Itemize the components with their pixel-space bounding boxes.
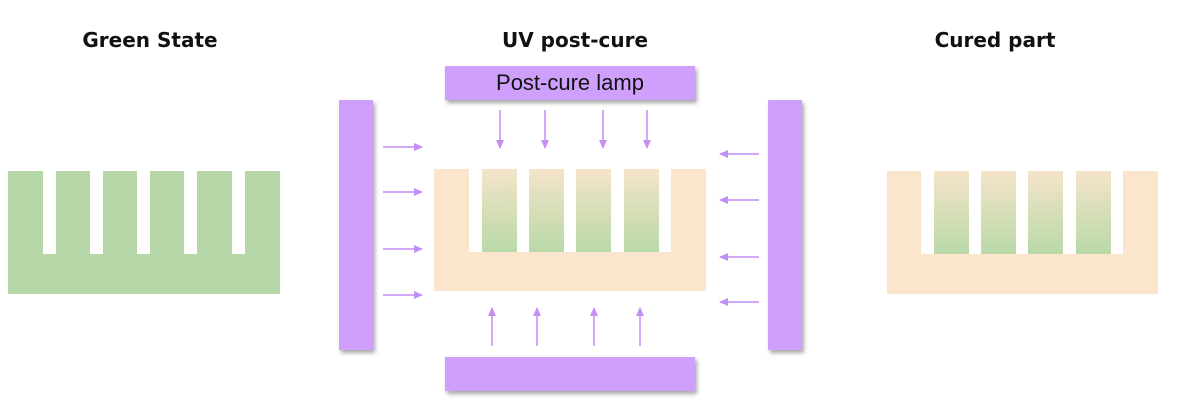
cured-fin-3 bbox=[1028, 171, 1063, 254]
arrows-left bbox=[719, 150, 759, 306]
post-cure-part bbox=[434, 169, 706, 291]
cured-fin-4 bbox=[1076, 171, 1111, 254]
green-state-part bbox=[8, 171, 280, 294]
stage-title-green-state: Green State bbox=[82, 28, 218, 52]
fin-3 bbox=[576, 169, 611, 252]
arrows-right bbox=[383, 143, 423, 299]
bottom-lamp bbox=[445, 357, 695, 391]
stage-title-uv-post-cure: UV post-cure bbox=[501, 28, 649, 52]
top-post-cure-lamp: Post-cure lamp bbox=[445, 66, 695, 100]
right-lamp bbox=[768, 100, 802, 350]
stage-title-cured-part: Cured part bbox=[934, 28, 1056, 52]
cured-fin-2 bbox=[981, 171, 1016, 254]
arrows-up bbox=[488, 307, 644, 346]
fin-1 bbox=[482, 169, 517, 252]
cured-fin-1 bbox=[934, 171, 969, 254]
left-lamp bbox=[339, 100, 373, 350]
fin-2 bbox=[529, 169, 564, 252]
arrows-down bbox=[496, 110, 651, 149]
fin-4 bbox=[624, 169, 659, 252]
cured-part bbox=[887, 171, 1158, 294]
